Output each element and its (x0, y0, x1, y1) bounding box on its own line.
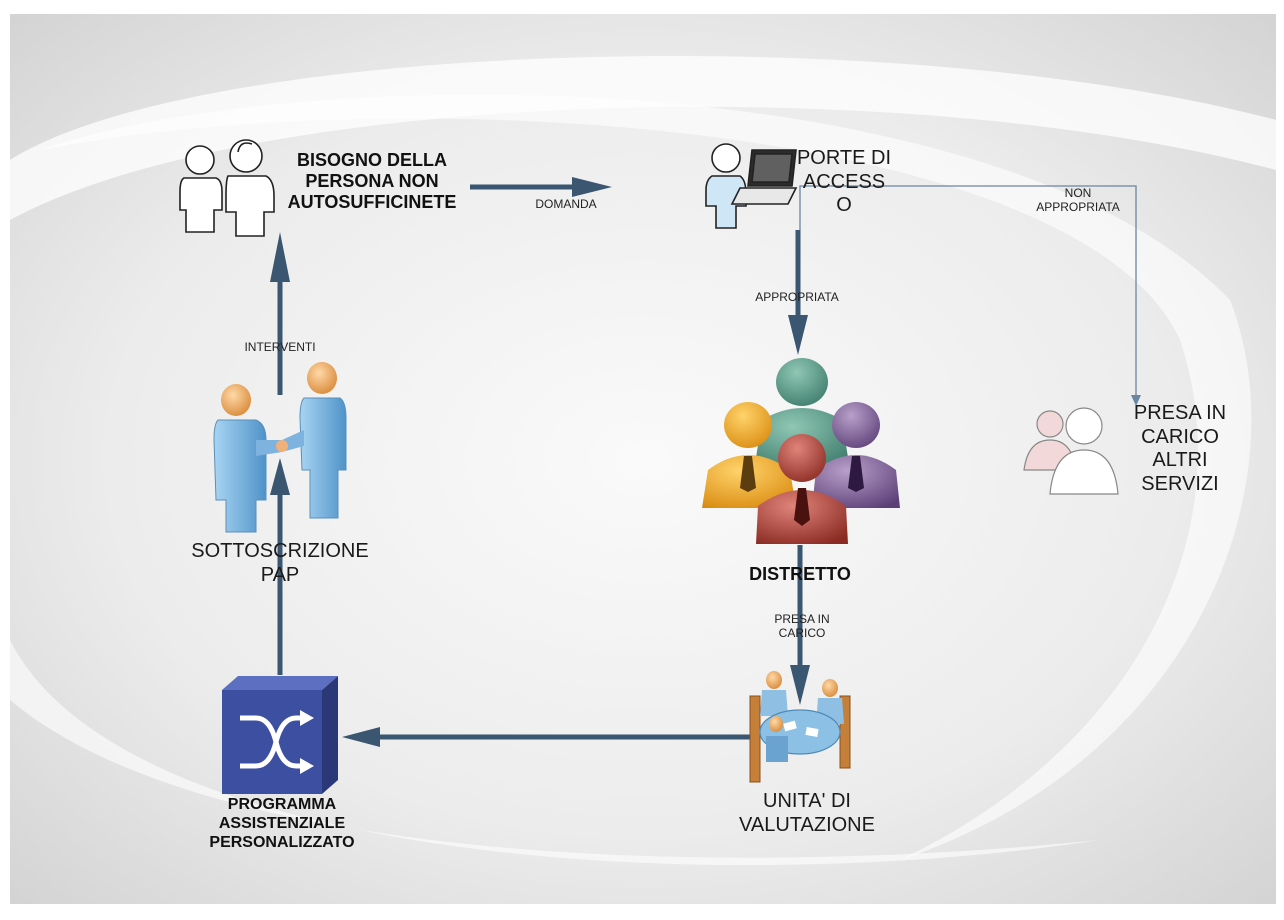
edge-non-appropriata-label: NON APPROPRIATA (1016, 186, 1140, 214)
arrowhead-non-appropriata (1131, 395, 1141, 406)
node-access-line-1: PORTE DI (796, 147, 892, 169)
node-need-line-2: PERSONA NON (305, 171, 439, 192)
node-unit-line-2: VALUTAZIONE (739, 813, 875, 836)
two-persons-icon (1023, 407, 1119, 495)
meeting-table-icon (749, 671, 851, 783)
edge-presa-in-carico-label: PRESA IN CARICO (740, 612, 864, 640)
node-subscription-line-1: SOTTOSCRIZIONE (191, 540, 369, 562)
node-other-label: PRESA IN CARICO ALTRI SERVIZI (1122, 402, 1238, 496)
handshake-icon (213, 362, 347, 533)
node-program-line-3: PERSONALIZZATO (209, 833, 355, 851)
node-program-line-2: ASSISTENZIALE (218, 814, 346, 832)
node-other-line-3: ALTRI (1152, 449, 1208, 472)
edge-appropriata-label: APPROPRIATA (755, 290, 839, 304)
group-of-people-icon (702, 358, 900, 544)
node-access-label: PORTE DI ACCESS O (782, 147, 906, 218)
node-access-line-2: ACCESS (802, 170, 886, 193)
switch-box-icon (222, 676, 338, 794)
edge-non-appropriata-line-2: APPROPRIATA (1036, 200, 1120, 215)
node-program-line-1: PROGRAMMA (227, 796, 337, 813)
node-unit-line-1: UNITA' DI (763, 790, 851, 812)
person-laptop-icon (705, 143, 798, 229)
two-persons-outline-icon (179, 139, 275, 237)
node-need-line-3: AUTOSUFFICINETE (287, 192, 457, 213)
node-other-line-1: PRESA IN (1133, 402, 1227, 424)
arrowhead-presa-in-carico (790, 665, 810, 705)
node-other-line-4: SERVIZI (1141, 472, 1219, 495)
node-other-line-2: CARICO (1141, 425, 1219, 448)
node-district-label: DISTRETTO (749, 564, 851, 584)
arrowhead-interventi (270, 232, 290, 282)
node-access-line-3: O (836, 194, 852, 217)
arrowhead-domanda (572, 177, 612, 197)
background-swoosh (10, 55, 1276, 220)
edge-presa-in-carico-line-1: PRESA IN (774, 612, 830, 626)
arrowhead-to-program (342, 727, 380, 747)
node-subscription-label: SOTTOSCRIZIONE PAP (168, 540, 392, 587)
node-subscription-line-2: PAP (260, 563, 300, 586)
node-need-label: BISOGNO DELLA PERSONA NON AUTOSUFFICINET… (270, 150, 474, 214)
connector-non-appropriata (799, 185, 1137, 400)
arrowhead-program-up (270, 458, 290, 495)
node-unit-label: UNITA' DI VALUTAZIONE (724, 790, 890, 837)
edge-domanda-label: DOMANDA (535, 197, 597, 211)
arrowhead-appropriata (788, 315, 808, 355)
edge-interventi-label: INTERVENTI (244, 340, 316, 354)
node-program-label: PROGRAMMA ASSISTENZIALE PERSONALIZZATO (184, 796, 380, 853)
node-need-line-1: BISOGNO DELLA (296, 150, 447, 170)
arrows (270, 177, 810, 747)
edge-presa-in-carico-line-2: CARICO (778, 626, 826, 641)
edge-non-appropriata-line-1: NON (1064, 186, 1092, 200)
